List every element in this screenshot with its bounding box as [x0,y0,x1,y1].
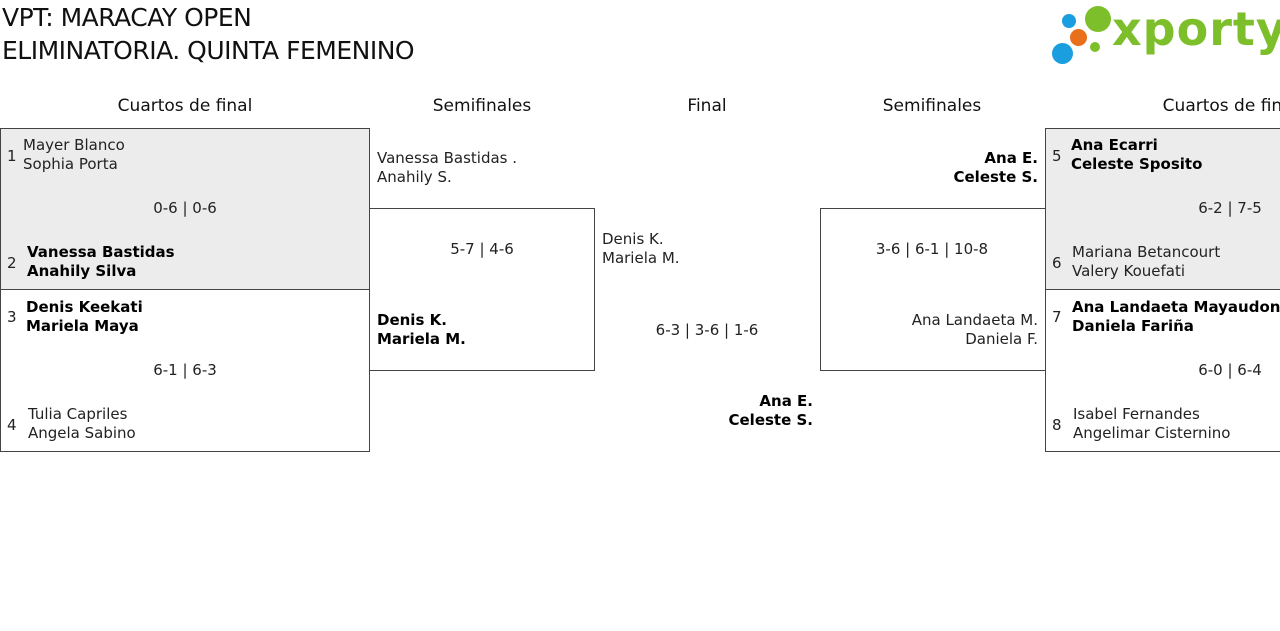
quarterfinal-match-4[interactable] [1045,289,1280,452]
player-name: Denis K. [377,311,447,329]
final-team-a: Denis K. Mariela M. [602,230,680,268]
match-score: 6-0 | 6-4 [1198,361,1262,379]
player-name: Celeste S. [953,168,1039,186]
seed-number: 3 [7,308,17,326]
quarterfinal-match-3[interactable] [1045,128,1280,290]
player-name: Mariana Betancourt [1072,243,1221,261]
player-name: Ana E. [759,392,813,410]
player-name: Celeste Sposito [1071,155,1203,173]
player-name: Ana Landaeta Mayaudon [1072,298,1280,316]
round-header-quarterfinals-left: Cuartos de final [117,96,253,116]
player-name: Angelimar Cisternino [1073,424,1231,442]
player-name: Angela Sabino [28,424,136,442]
seed-number: 4 [7,416,17,434]
player-name: Anahily Silva [27,262,137,280]
player-name: Daniela Fariña [1072,317,1194,335]
semifinal-right-team-b: Ana Landaeta M. Daniela F. [912,311,1038,349]
player-name: Tulia Capriles [28,405,128,423]
player-name: Isabel Fernandes [1073,405,1200,423]
final-score: 6-3 | 3-6 | 1-6 [655,321,759,339]
seed-number: 6 [1052,254,1062,272]
quarterfinal-match-1[interactable] [0,128,370,290]
player-name: Vanessa Bastidas . [377,149,518,167]
round-header-semifinals-left: Semifinales [432,96,532,116]
logo-text: xporty [1112,2,1280,56]
player-name: Sophia Porta [23,155,118,173]
player-name: Valery Kouefati [1072,262,1186,280]
player-name: Celeste S. [728,411,814,429]
player-name: Ana E. [984,149,1038,167]
logo-dot-green-icon [1085,6,1111,32]
logo-dot-blue-icon [1062,14,1076,28]
round-header-semifinals-right: Semifinales [882,96,982,116]
player-name: Mariela M. [377,330,466,348]
round-header-final: Final [687,96,727,116]
match-score: 0-6 | 0-6 [153,199,217,217]
seed-number: 2 [7,254,17,272]
player-name: Vanessa Bastidas [27,243,175,261]
player-name: Denis K. [602,230,664,248]
xporty-logo: xporty [1050,2,1280,68]
match-score: 6-1 | 6-3 [153,361,217,379]
team-1: Mayer Blanco Sophia Porta [23,136,125,174]
team-2-winner: Vanessa Bastidas Anahily Silva [27,243,175,281]
final-team-b-winner: Ana E. Celeste S. [729,392,814,430]
semifinal-match-left[interactable] [369,208,595,371]
player-name: Mayer Blanco [23,136,125,154]
team-6: Mariana Betancourt Valery Kouefati [1072,243,1220,281]
logo-dot-green-small-icon [1090,42,1100,52]
semifinal-left-team-a: Vanessa Bastidas . Anahily S. [377,149,517,187]
match-score: 6-2 | 7-5 [1198,199,1262,217]
match-score: 5-7 | 4-6 [450,240,514,258]
match-score: 3-6 | 6-1 | 10-8 [875,240,989,258]
player-name: Mariela M. [602,249,680,267]
seed-number: 7 [1052,308,1062,326]
team-5-winner: Ana Ecarri Celeste Sposito [1071,136,1202,174]
player-name: Mariela Maya [26,317,139,335]
logo-dot-orange-icon [1070,29,1087,46]
player-name: Anahily S. [377,168,452,186]
team-4: Tulia Capriles Angela Sabino [28,405,136,443]
semifinal-left-team-b-winner: Denis K. Mariela M. [377,311,466,349]
logo-dot-blue-large-icon [1052,43,1073,64]
team-7-winner: Ana Landaeta Mayaudon Daniela Fariña [1072,298,1280,336]
seed-number: 1 [7,147,17,165]
player-name: Daniela F. [965,330,1038,348]
seed-number: 5 [1052,147,1062,165]
page-subtitle: ELIMINATORIA. QUINTA FEMENINO [2,36,415,65]
team-8: Isabel Fernandes Angelimar Cisternino [1073,405,1230,443]
player-name: Denis Keekati [26,298,143,316]
round-header-quarterfinals-right: Cuartos de final [1162,96,1280,116]
page-title: VPT: MARACAY OPEN [2,3,252,32]
semifinal-right-team-a-winner: Ana E. Celeste S. [954,149,1039,187]
seed-number: 8 [1052,416,1062,434]
player-name: Ana Landaeta M. [911,311,1038,329]
team-3-winner: Denis Keekati Mariela Maya [26,298,143,336]
player-name: Ana Ecarri [1071,136,1158,154]
